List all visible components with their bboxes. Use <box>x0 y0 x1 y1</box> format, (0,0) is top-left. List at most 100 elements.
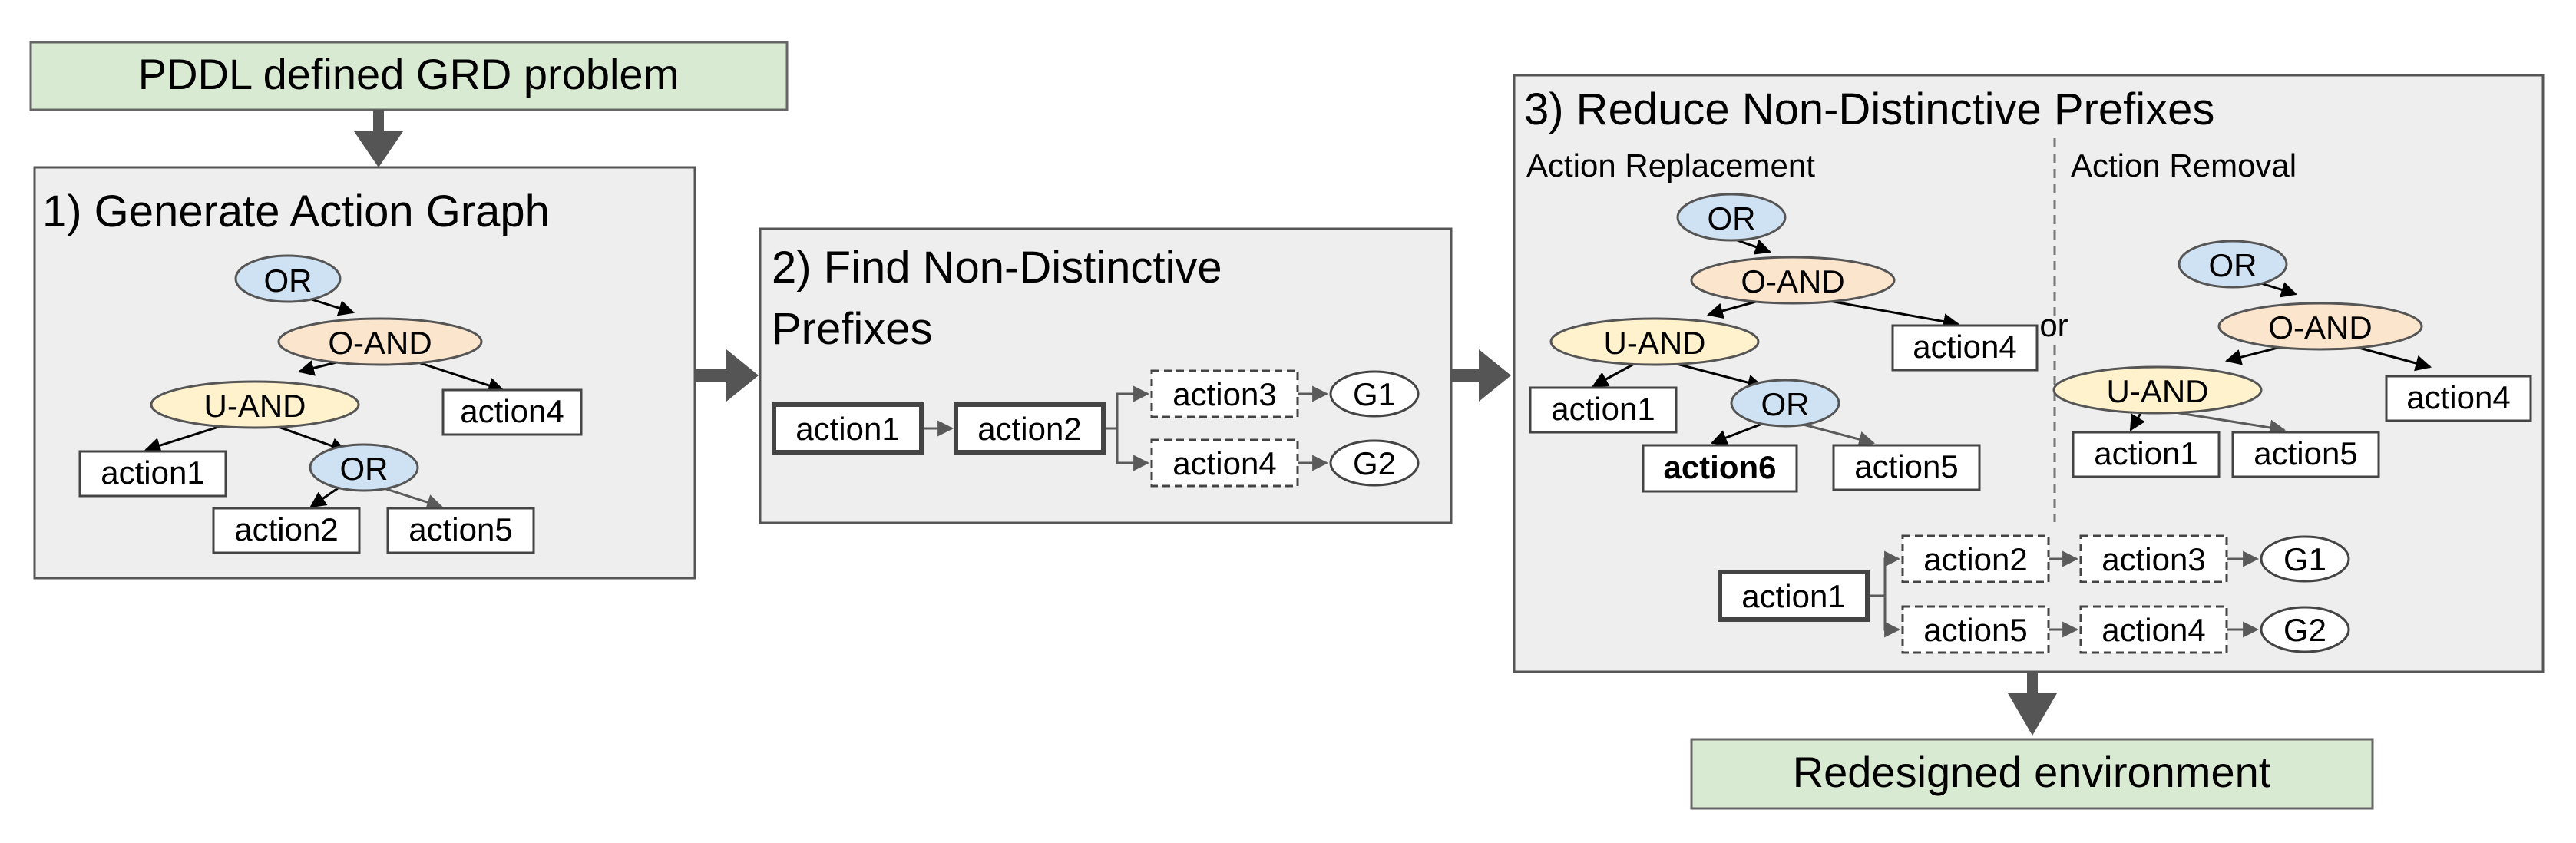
step1-or-node <box>234 254 342 303</box>
input-box-label: PDDL defined GRD problem <box>138 50 679 98</box>
step1-action1-label: action1 <box>101 455 204 491</box>
step2-panel: 2) Find Non-Distinctive Prefixes action1… <box>759 227 1453 524</box>
removal-or-node <box>2178 240 2288 289</box>
arrow-step1-to-step2 <box>695 349 759 402</box>
replacement-action4-label: action4 <box>1913 329 2016 365</box>
step1-action4-box <box>441 388 583 436</box>
removal-label: Action Removal <box>2071 147 2297 183</box>
removal-or-label: OR <box>2209 247 2257 283</box>
step1-uand-label: U-AND <box>204 388 306 424</box>
step2-g1-label: G1 <box>1353 376 1396 412</box>
result-g2-label: G2 <box>2283 612 2326 648</box>
step3-title: 3) Reduce Non-Distinctive Prefixes <box>1524 84 2214 134</box>
step2-action1-box <box>772 402 924 455</box>
step1-or-label: OR <box>264 263 312 299</box>
step2-g2-node <box>1329 439 1420 487</box>
removal-action4-label: action4 <box>2406 379 2510 415</box>
replacement-or-mid-label: OR <box>1761 386 1810 422</box>
removal-uand-node <box>2052 365 2263 415</box>
replacement-label: Action Replacement <box>1526 147 1815 183</box>
edge-rep-uand-to-action1 <box>1592 362 1636 388</box>
replacement-action1-label: action1 <box>1551 391 1655 427</box>
removal-oand-label: O-AND <box>2268 309 2372 345</box>
replacement-oand-node <box>1690 256 1896 305</box>
replacement-action5-label: action5 <box>1854 448 1958 484</box>
edge-s2-action2-to-action4 <box>1116 428 1150 471</box>
removal-uand-label: U-AND <box>2107 373 2209 409</box>
replacement-oand-label: O-AND <box>1741 263 1844 299</box>
input-box-frame <box>29 41 789 111</box>
edge-res-action1-to-action2 <box>1868 550 1901 597</box>
step1-oand-node <box>277 317 483 366</box>
edge-or-to-action2 <box>309 487 339 508</box>
removal-action1-label: action1 <box>2094 435 2197 471</box>
result-action1-label: action1 <box>1741 578 1845 614</box>
edge-res-action1-to-action5 <box>1883 596 1901 638</box>
step1-oand-label: O-AND <box>328 325 432 361</box>
replacement-action5-box <box>1832 444 1981 491</box>
replacement-or-mid-node <box>1730 379 1840 428</box>
input-box: PDDL defined GRD problem <box>29 41 789 111</box>
result-g2-node <box>2260 606 2350 653</box>
step1-action2-label: action2 <box>234 511 338 547</box>
removal-oand-node <box>2217 302 2423 351</box>
replacement-action4-box <box>1891 324 2039 372</box>
output-box-frame <box>1690 738 2374 810</box>
step2-action2-label: action2 <box>977 411 1081 447</box>
arrow-input-to-step1 <box>354 110 403 167</box>
edge-rem-uand-to-action5 <box>2164 409 2287 436</box>
step2-action1-label: action1 <box>795 411 899 447</box>
step3-panel: 3) Reduce Non-Distinctive Prefixes or Ac… <box>1513 74 2545 673</box>
edge-s2-action2-to-action3 <box>1103 385 1150 430</box>
step1-action5-label: action5 <box>408 511 512 547</box>
edge-rem-uand-to-action1 <box>2129 410 2145 431</box>
result-action1-box <box>1718 570 1870 622</box>
step2-action3-box <box>1150 369 1299 418</box>
replacement-uand-node <box>1549 317 1760 366</box>
step1-action1-box <box>78 450 227 498</box>
output-box: Redesigned environment <box>1690 738 2374 810</box>
step1-panel-frame <box>33 166 696 580</box>
output-box-label: Redesigned environment <box>1793 748 2271 796</box>
step1-or-mid-label: OR <box>340 451 389 487</box>
replacement-uand-label: U-AND <box>1604 325 1706 361</box>
result-action2-label: action2 <box>1923 541 2027 577</box>
result-g1-node <box>2260 535 2350 583</box>
step1-action2-box <box>212 507 361 554</box>
step2-action4-label: action4 <box>1172 445 1276 481</box>
result-action3-box <box>2079 534 2228 583</box>
step2-action3-label: action3 <box>1172 376 1276 412</box>
step2-g1-node <box>1329 370 1420 418</box>
step2-action4-box <box>1150 438 1299 488</box>
edge-rep-or-to-action6 <box>1711 422 1763 446</box>
step2-action2-box <box>954 402 1106 455</box>
step1-action4-label: action4 <box>460 393 564 429</box>
removal-action1-box <box>2072 431 2221 478</box>
edge-rep-or-to-action5 <box>1800 422 1876 448</box>
arrow-step2-to-step3 <box>1451 349 1511 402</box>
step1-title: 1) Generate Action Graph <box>42 187 550 236</box>
result-action5-box <box>1901 605 2050 654</box>
result-action4-box <box>2079 605 2228 654</box>
step1-or-mid-node <box>309 443 419 492</box>
result-action4-label: action4 <box>2101 612 2205 648</box>
step1-panel: 1) Generate Action Graph OR O-AND U-AND … <box>33 166 696 580</box>
edge-or-to-action5 <box>383 487 444 511</box>
removal-action5-box <box>2231 431 2380 478</box>
arrow-step3-to-output <box>2008 672 2057 736</box>
replacement-action1-box <box>1529 386 1678 434</box>
step2-title-line2: Prefixes <box>772 304 933 354</box>
removal-action5-label: action5 <box>2254 435 2357 471</box>
result-g1-label: G1 <box>2283 541 2326 577</box>
replacement-action6-box <box>1642 444 1798 493</box>
edge-rep-uand-to-or <box>1673 362 1764 391</box>
step3-or-separator: or <box>2039 307 2068 343</box>
replacement-or-node <box>1676 193 1787 242</box>
step1-action5-box <box>386 507 535 554</box>
step1-uand-node <box>150 380 360 429</box>
replacement-action6-label: action6 <box>1663 449 1776 485</box>
step2-title-line1: 2) Find Non-Distinctive <box>772 243 1222 293</box>
removal-action4-box <box>2385 375 2532 422</box>
step2-g2-label: G2 <box>1353 445 1396 481</box>
